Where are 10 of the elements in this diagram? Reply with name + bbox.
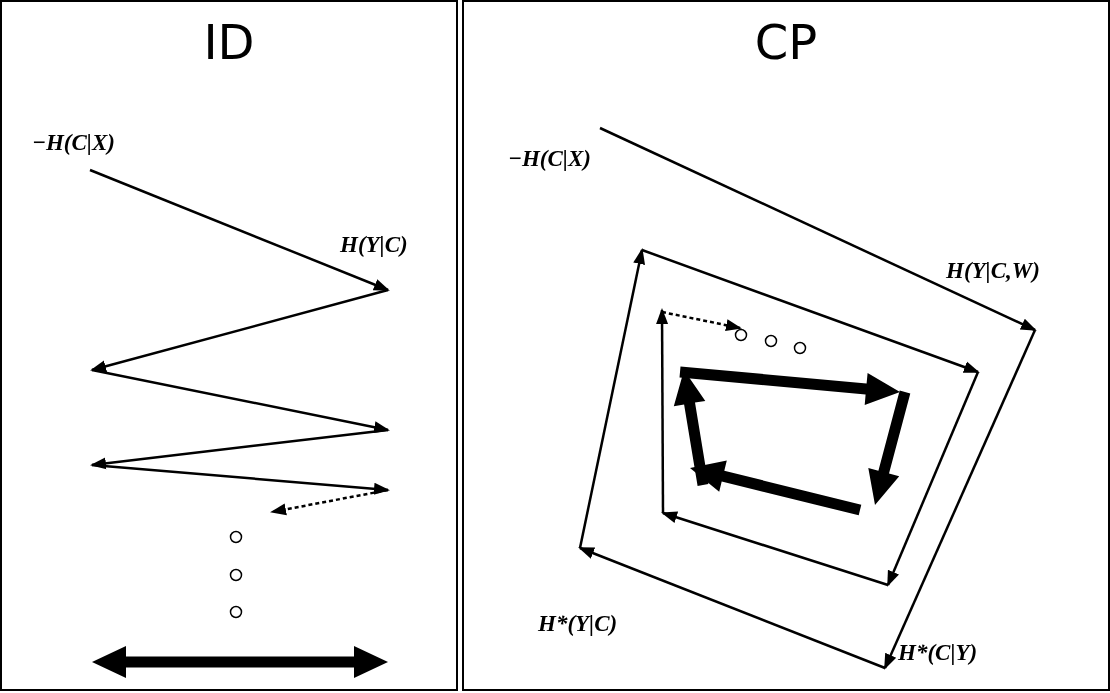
panel-title: CP: [754, 14, 818, 70]
panel-title: ID: [203, 14, 255, 70]
formula-label: −H(C|X): [32, 130, 115, 156]
formula-label: H*(Y|C): [538, 611, 618, 637]
formula-label: −H(C|X): [508, 146, 591, 172]
formula-label: H*(C|Y): [898, 640, 978, 666]
panel: [462, 0, 1110, 691]
formula-label: H(Y|C): [340, 232, 408, 258]
formula-label: H(Y|C,W): [946, 258, 1040, 284]
panel: [0, 0, 458, 691]
